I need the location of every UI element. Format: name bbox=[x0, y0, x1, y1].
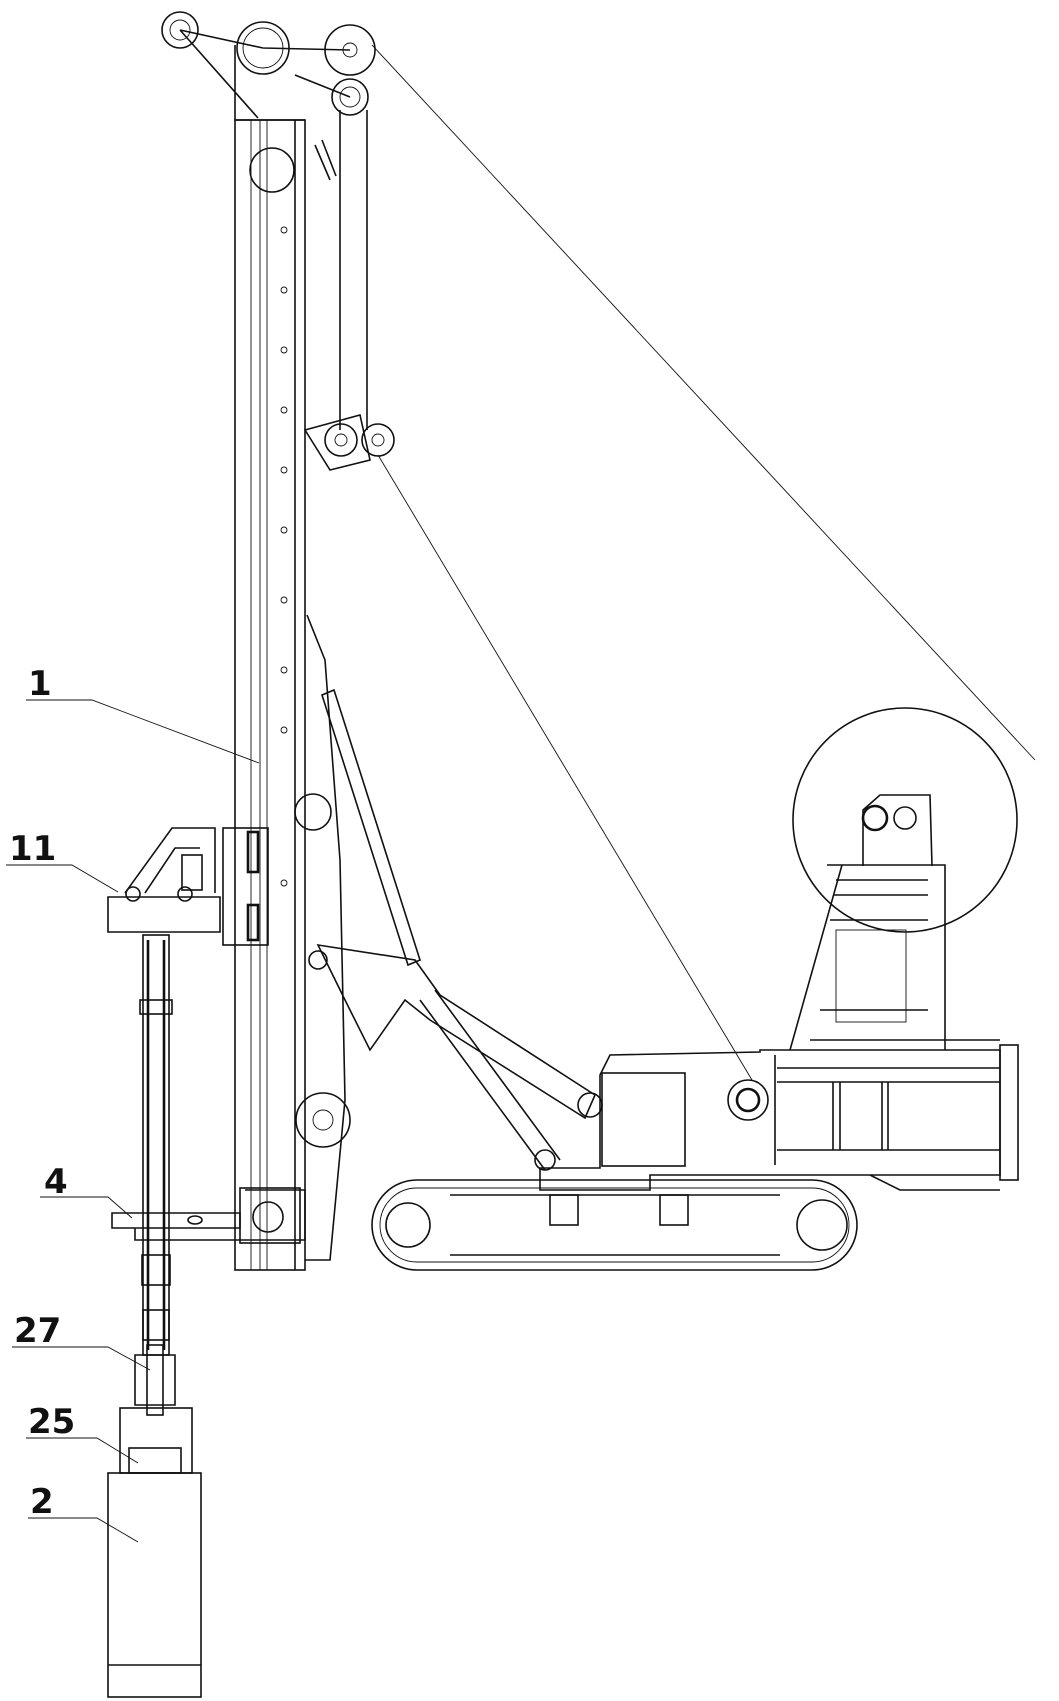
label-connector: 25 bbox=[28, 1402, 75, 1442]
luffing-linkage bbox=[308, 688, 603, 1171]
crown-sheaves bbox=[161, 11, 395, 457]
label-mast: 1 bbox=[28, 664, 52, 704]
label-guide-arm: 4 bbox=[44, 1162, 68, 1202]
guide-arm bbox=[111, 1187, 306, 1244]
wire-ropes bbox=[371, 44, 1036, 1081]
mast bbox=[234, 110, 371, 1271]
crawler-track bbox=[371, 1179, 858, 1271]
upper-carriage bbox=[539, 707, 1019, 1191]
label-power-head: 11 bbox=[9, 829, 56, 869]
label-bucket: 2 bbox=[30, 1482, 54, 1522]
power-head bbox=[107, 827, 269, 946]
callouts bbox=[6, 699, 260, 1543]
label-drill-rod: 27 bbox=[14, 1311, 61, 1351]
drilling-tool bbox=[107, 1344, 202, 1698]
kelly-bar bbox=[139, 934, 173, 1356]
